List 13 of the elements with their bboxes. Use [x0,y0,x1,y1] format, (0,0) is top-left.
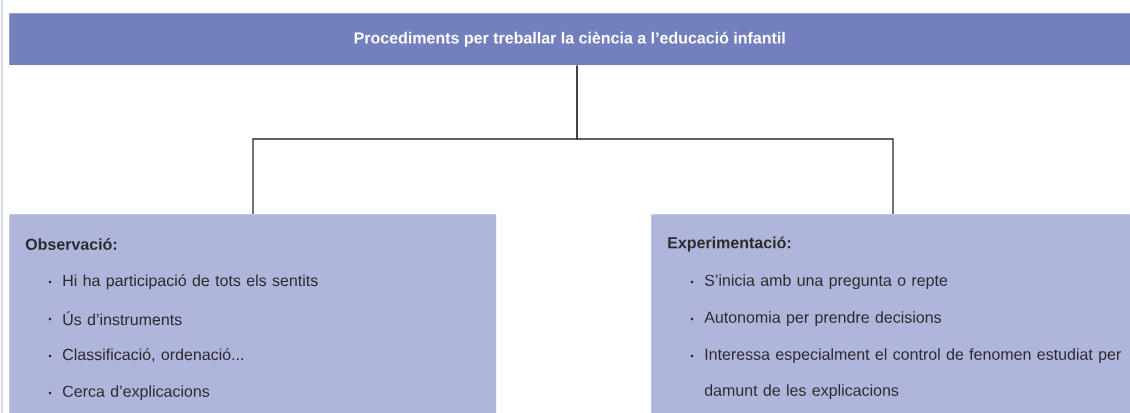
bullet-item: Ús d’instruments [48,311,182,326]
bullet-item: S’inicia amb una pregunta o repte [690,274,948,290]
content-box [9,214,497,413]
bullet-item: Cerca d’explicacions [48,385,210,401]
content-box [651,214,1130,413]
box-heading: Experimentació: [668,236,791,252]
bullet-item: Classificació, ordenació... [48,348,243,363]
bullet-item: Autonomia per prendre decisions [690,311,942,327]
bullet-item: Hi ha participació de tots els sentits [48,274,318,290]
bullet-item: Interessa especialment el control de fenomen estudiat per damunt de les explicacions [690,348,1121,400]
title-band: Procediments per treballar la ciència a l’educació infantil [9,13,1130,66]
connector-line [576,64,894,215]
box-heading: Observació: [25,238,117,250]
